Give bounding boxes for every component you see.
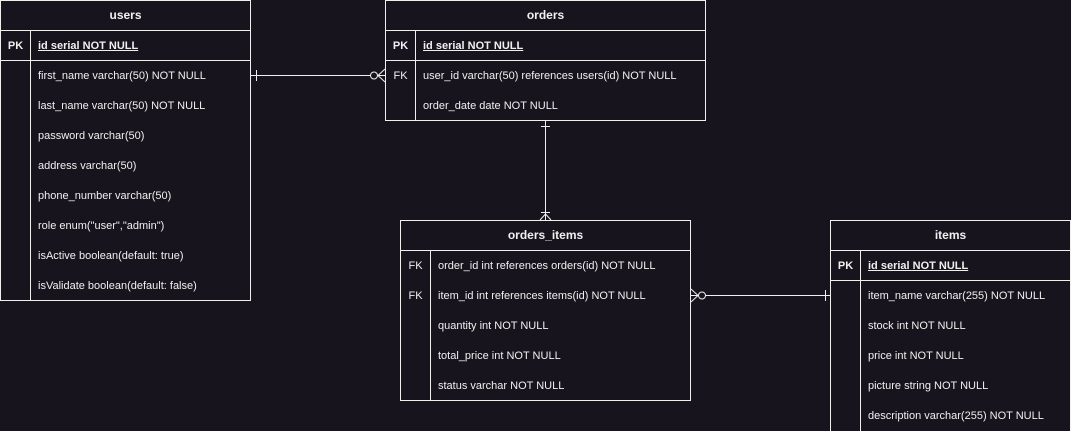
field-text: isActive boolean(default: true) — [38, 250, 184, 262]
relationship-orders-items-items[interactable] — [690, 288, 830, 303]
key-label — [1, 271, 31, 301]
key-label — [1, 211, 31, 241]
table-row[interactable]: FK user_id varchar(50) references users(… — [386, 61, 705, 91]
key-label — [1, 91, 31, 121]
table-row[interactable]: status varchar NOT NULL — [401, 371, 690, 401]
key-label: PK — [1, 31, 31, 60]
table-row[interactable]: FK item_id int references items(id) NOT … — [401, 281, 690, 311]
key-label — [831, 401, 861, 431]
field-text: id serial NOT NULL — [423, 39, 524, 52]
table-title: orders — [386, 1, 705, 31]
key-label — [401, 311, 431, 341]
zero-marker — [370, 71, 378, 80]
key-label — [386, 91, 416, 121]
key-label: FK — [401, 251, 431, 281]
table-title: orders_items — [401, 221, 690, 251]
field-text: item_name varchar(255) NOT NULL — [868, 290, 1046, 302]
field-text: last_name varchar(50) NOT NULL — [38, 100, 206, 112]
field-text: id serial NOT NULL — [38, 39, 139, 52]
table-row[interactable]: password varchar(50) — [1, 121, 250, 151]
key-label — [401, 341, 431, 371]
field-text: phone_number varchar(50) — [38, 190, 172, 202]
key-label — [831, 311, 861, 341]
crowfoot-marker — [690, 288, 699, 296]
crowfoot-marker — [377, 68, 386, 76]
field-text: price int NOT NULL — [868, 350, 964, 362]
key-label: FK — [401, 281, 431, 311]
key-label — [831, 341, 861, 371]
field-text: password varchar(50) — [38, 130, 145, 142]
table-row[interactable]: order_date date NOT NULL — [386, 91, 705, 121]
key-label — [1, 121, 31, 151]
key-label — [831, 371, 861, 401]
field-text: item_id int references items(id) NOT NUL… — [438, 290, 646, 302]
field-text: id serial NOT NULL — [868, 259, 969, 272]
key-label: PK — [831, 251, 861, 280]
field-text: first_name varchar(50) NOT NULL — [38, 70, 206, 82]
table-row[interactable]: isActive boolean(default: true) — [1, 241, 250, 271]
table-row[interactable]: price int NOT NULL — [831, 341, 1070, 371]
table-row[interactable]: item_name varchar(255) NOT NULL — [831, 281, 1070, 311]
table-items[interactable]: items PK id serial NOT NULL item_name va… — [830, 220, 1071, 431]
table-orders-items[interactable]: orders_items FK order_id int references … — [400, 220, 691, 401]
table-row[interactable]: address varchar(50) — [1, 151, 250, 181]
table-row[interactable]: role enum("user","admin") — [1, 211, 250, 241]
relationship-users-orders[interactable] — [251, 68, 386, 83]
field-text: stock int NOT NULL — [868, 320, 966, 332]
table-row[interactable]: isValidate boolean(default: false) — [1, 271, 250, 301]
field-text: address varchar(50) — [38, 160, 137, 172]
field-text: quantity int NOT NULL — [438, 320, 549, 332]
table-users[interactable]: users PK id serial NOT NULL first_name v… — [0, 0, 251, 301]
table-title: items — [831, 221, 1070, 251]
field-text: picture string NOT NULL — [868, 380, 989, 392]
key-label — [1, 181, 31, 211]
table-row[interactable]: total_price int NOT NULL — [401, 341, 690, 371]
table-title: users — [1, 1, 250, 31]
table-row-pk[interactable]: PK id serial NOT NULL — [386, 31, 705, 61]
key-label: PK — [386, 31, 416, 60]
key-label — [831, 281, 861, 311]
field-text: description varchar(255) NOT NULL — [868, 410, 1044, 422]
key-label: FK — [386, 61, 416, 91]
field-text: isValidate boolean(default: false) — [38, 280, 197, 292]
table-row[interactable]: quantity int NOT NULL — [401, 311, 690, 341]
zero-marker — [698, 291, 706, 300]
field-text: order_date date NOT NULL — [423, 100, 558, 112]
table-row[interactable]: description varchar(255) NOT NULL — [831, 401, 1070, 431]
relationship-orders-orders-items[interactable] — [539, 121, 552, 221]
table-row[interactable]: last_name varchar(50) NOT NULL — [1, 91, 250, 121]
field-text: user_id varchar(50) references users(id)… — [423, 70, 677, 82]
key-label — [1, 241, 31, 271]
table-row[interactable]: FK order_id int references orders(id) NO… — [401, 251, 690, 281]
key-label — [401, 371, 431, 401]
field-text: role enum("user","admin") — [38, 220, 165, 232]
field-text: order_id int references orders(id) NOT N… — [438, 260, 656, 272]
table-row-pk[interactable]: PK id serial NOT NULL — [831, 251, 1070, 281]
key-label — [1, 61, 31, 91]
table-row[interactable]: first_name varchar(50) NOT NULL — [1, 61, 250, 91]
table-orders[interactable]: orders PK id serial NOT NULL FK user_id … — [385, 0, 706, 121]
key-label — [1, 151, 31, 181]
table-row-pk[interactable]: PK id serial NOT NULL — [1, 31, 250, 61]
table-row[interactable]: stock int NOT NULL — [831, 311, 1070, 341]
field-text: status varchar NOT NULL — [438, 380, 565, 392]
field-text: total_price int NOT NULL — [438, 350, 561, 362]
table-row[interactable]: picture string NOT NULL — [831, 371, 1070, 401]
table-row[interactable]: phone_number varchar(50) — [1, 181, 250, 211]
